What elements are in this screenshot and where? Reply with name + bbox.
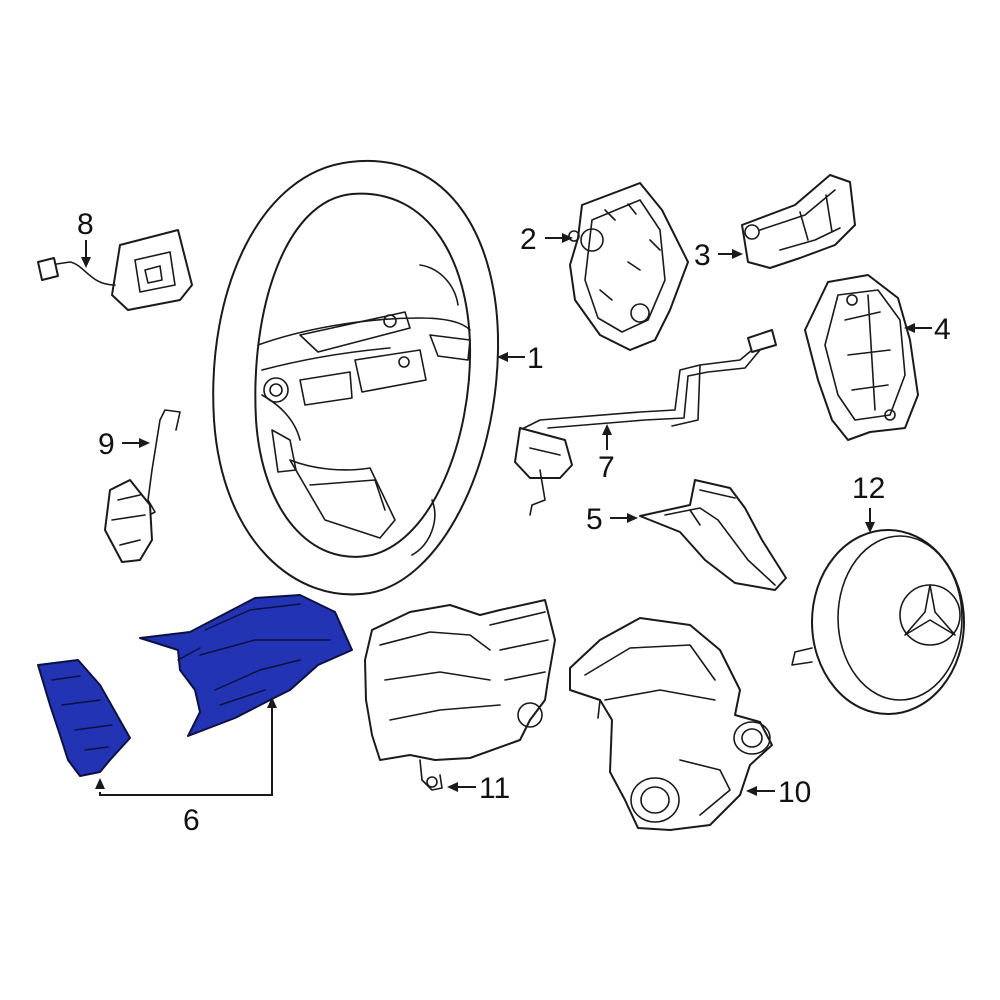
part-4-control-housing[interactable] xyxy=(804,274,919,441)
callout-4: 4 xyxy=(934,313,951,346)
part-5-trim-panel[interactable] xyxy=(639,479,787,591)
part-2-cover-plate[interactable] xyxy=(568,182,689,351)
part-6-left-cover[interactable] xyxy=(37,659,131,777)
callout-10: 10 xyxy=(778,776,811,809)
part-7-wiring-harness[interactable] xyxy=(514,329,777,516)
callout-2: 2 xyxy=(520,223,537,256)
part-12-airbag-module[interactable] xyxy=(791,529,965,715)
callout-9: 9 xyxy=(98,428,115,461)
callout-12: 12 xyxy=(852,472,885,505)
leader-lines xyxy=(81,233,932,796)
callout-7: 7 xyxy=(598,451,615,484)
part-9-paddle[interactable] xyxy=(104,409,181,563)
callout-1: 1 xyxy=(527,342,544,375)
three-pointed-star-icon xyxy=(899,584,961,646)
callout-labels: 1 2 3 4 5 6 7 8 9 10 11 12 xyxy=(77,208,951,837)
callout-8: 8 xyxy=(77,208,94,241)
callout-6: 6 xyxy=(183,804,200,837)
callout-11: 11 xyxy=(479,772,510,805)
part-1-steering-wheel[interactable] xyxy=(212,159,500,596)
part-10-column-switch[interactable] xyxy=(569,617,773,831)
part-11-shroud-assembly[interactable] xyxy=(364,599,556,791)
part-8-switch[interactable] xyxy=(37,229,193,311)
part-6-right-cover[interactable] xyxy=(139,594,353,737)
callout-3: 3 xyxy=(694,239,711,272)
part-6-lower-covers[interactable] xyxy=(37,594,353,777)
callout-5: 5 xyxy=(586,503,603,536)
part-3-bracket[interactable] xyxy=(741,174,856,269)
